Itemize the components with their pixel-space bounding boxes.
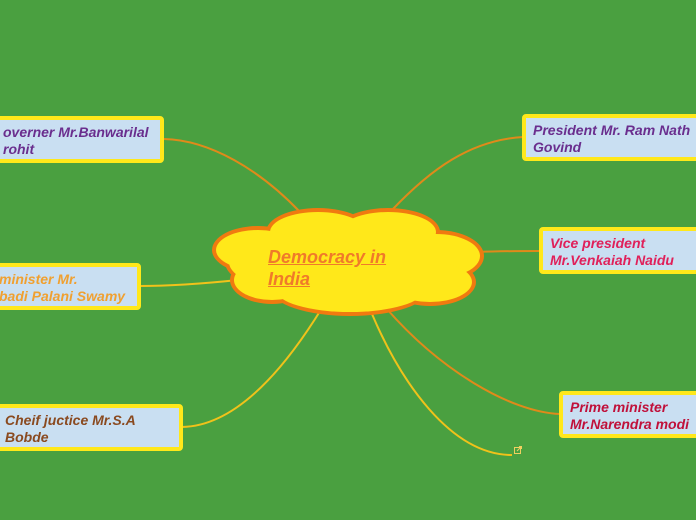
node-governor-line2: rohit: [3, 141, 35, 157]
link-chief-justice: [181, 307, 323, 428]
link-president: [391, 136, 524, 211]
node-chief-minister-line2: badi Palani Swamy: [0, 288, 126, 304]
node-vice-president-line1: Vice president: [550, 235, 646, 251]
center-cloud[interactable]: [212, 208, 484, 316]
node-vice-president[interactable]: Vice president Mr.Venkaiah Naidu: [539, 227, 696, 274]
node-prime-minister-line2: Mr.Narendra modi: [570, 416, 690, 432]
node-chief-minister-line1: minister Mr.: [0, 271, 78, 287]
node-vice-president-line2: Mr.Venkaiah Naidu: [550, 252, 674, 268]
node-chief-justice-line2: Bobde: [5, 429, 49, 445]
link-governor: [163, 138, 301, 213]
external-link-icon[interactable]: [514, 446, 522, 454]
node-chief-justice[interactable]: Cheif juctice Mr.S.A Bobde: [0, 404, 183, 451]
center-topic-line2: India: [268, 269, 311, 289]
node-president-line1: President Mr. Ram Nath: [533, 122, 691, 138]
link-vice-president: [477, 250, 541, 253]
link-empty: [371, 313, 513, 456]
node-prime-minister-line1: Prime minister: [570, 399, 668, 415]
link-prime-minister: [385, 307, 561, 415]
node-president-line2: Govind: [533, 139, 582, 155]
center-topic-line1: Democracy in: [268, 247, 387, 267]
node-governor[interactable]: overner Mr.Banwarilal rohit: [0, 116, 164, 163]
node-chief-justice-line1: Cheif juctice Mr.S.A: [5, 412, 136, 428]
node-governor-line1: overner Mr.Banwarilal: [3, 124, 149, 140]
center-topic-label[interactable]: Democracy in India: [268, 246, 386, 290]
link-chief-minister: [139, 279, 239, 287]
node-president[interactable]: President Mr. Ram Nath Govind: [522, 114, 696, 161]
node-prime-minister[interactable]: Prime minister Mr.Narendra modi: [559, 391, 696, 438]
node-chief-minister[interactable]: minister Mr. badi Palani Swamy: [0, 263, 141, 310]
